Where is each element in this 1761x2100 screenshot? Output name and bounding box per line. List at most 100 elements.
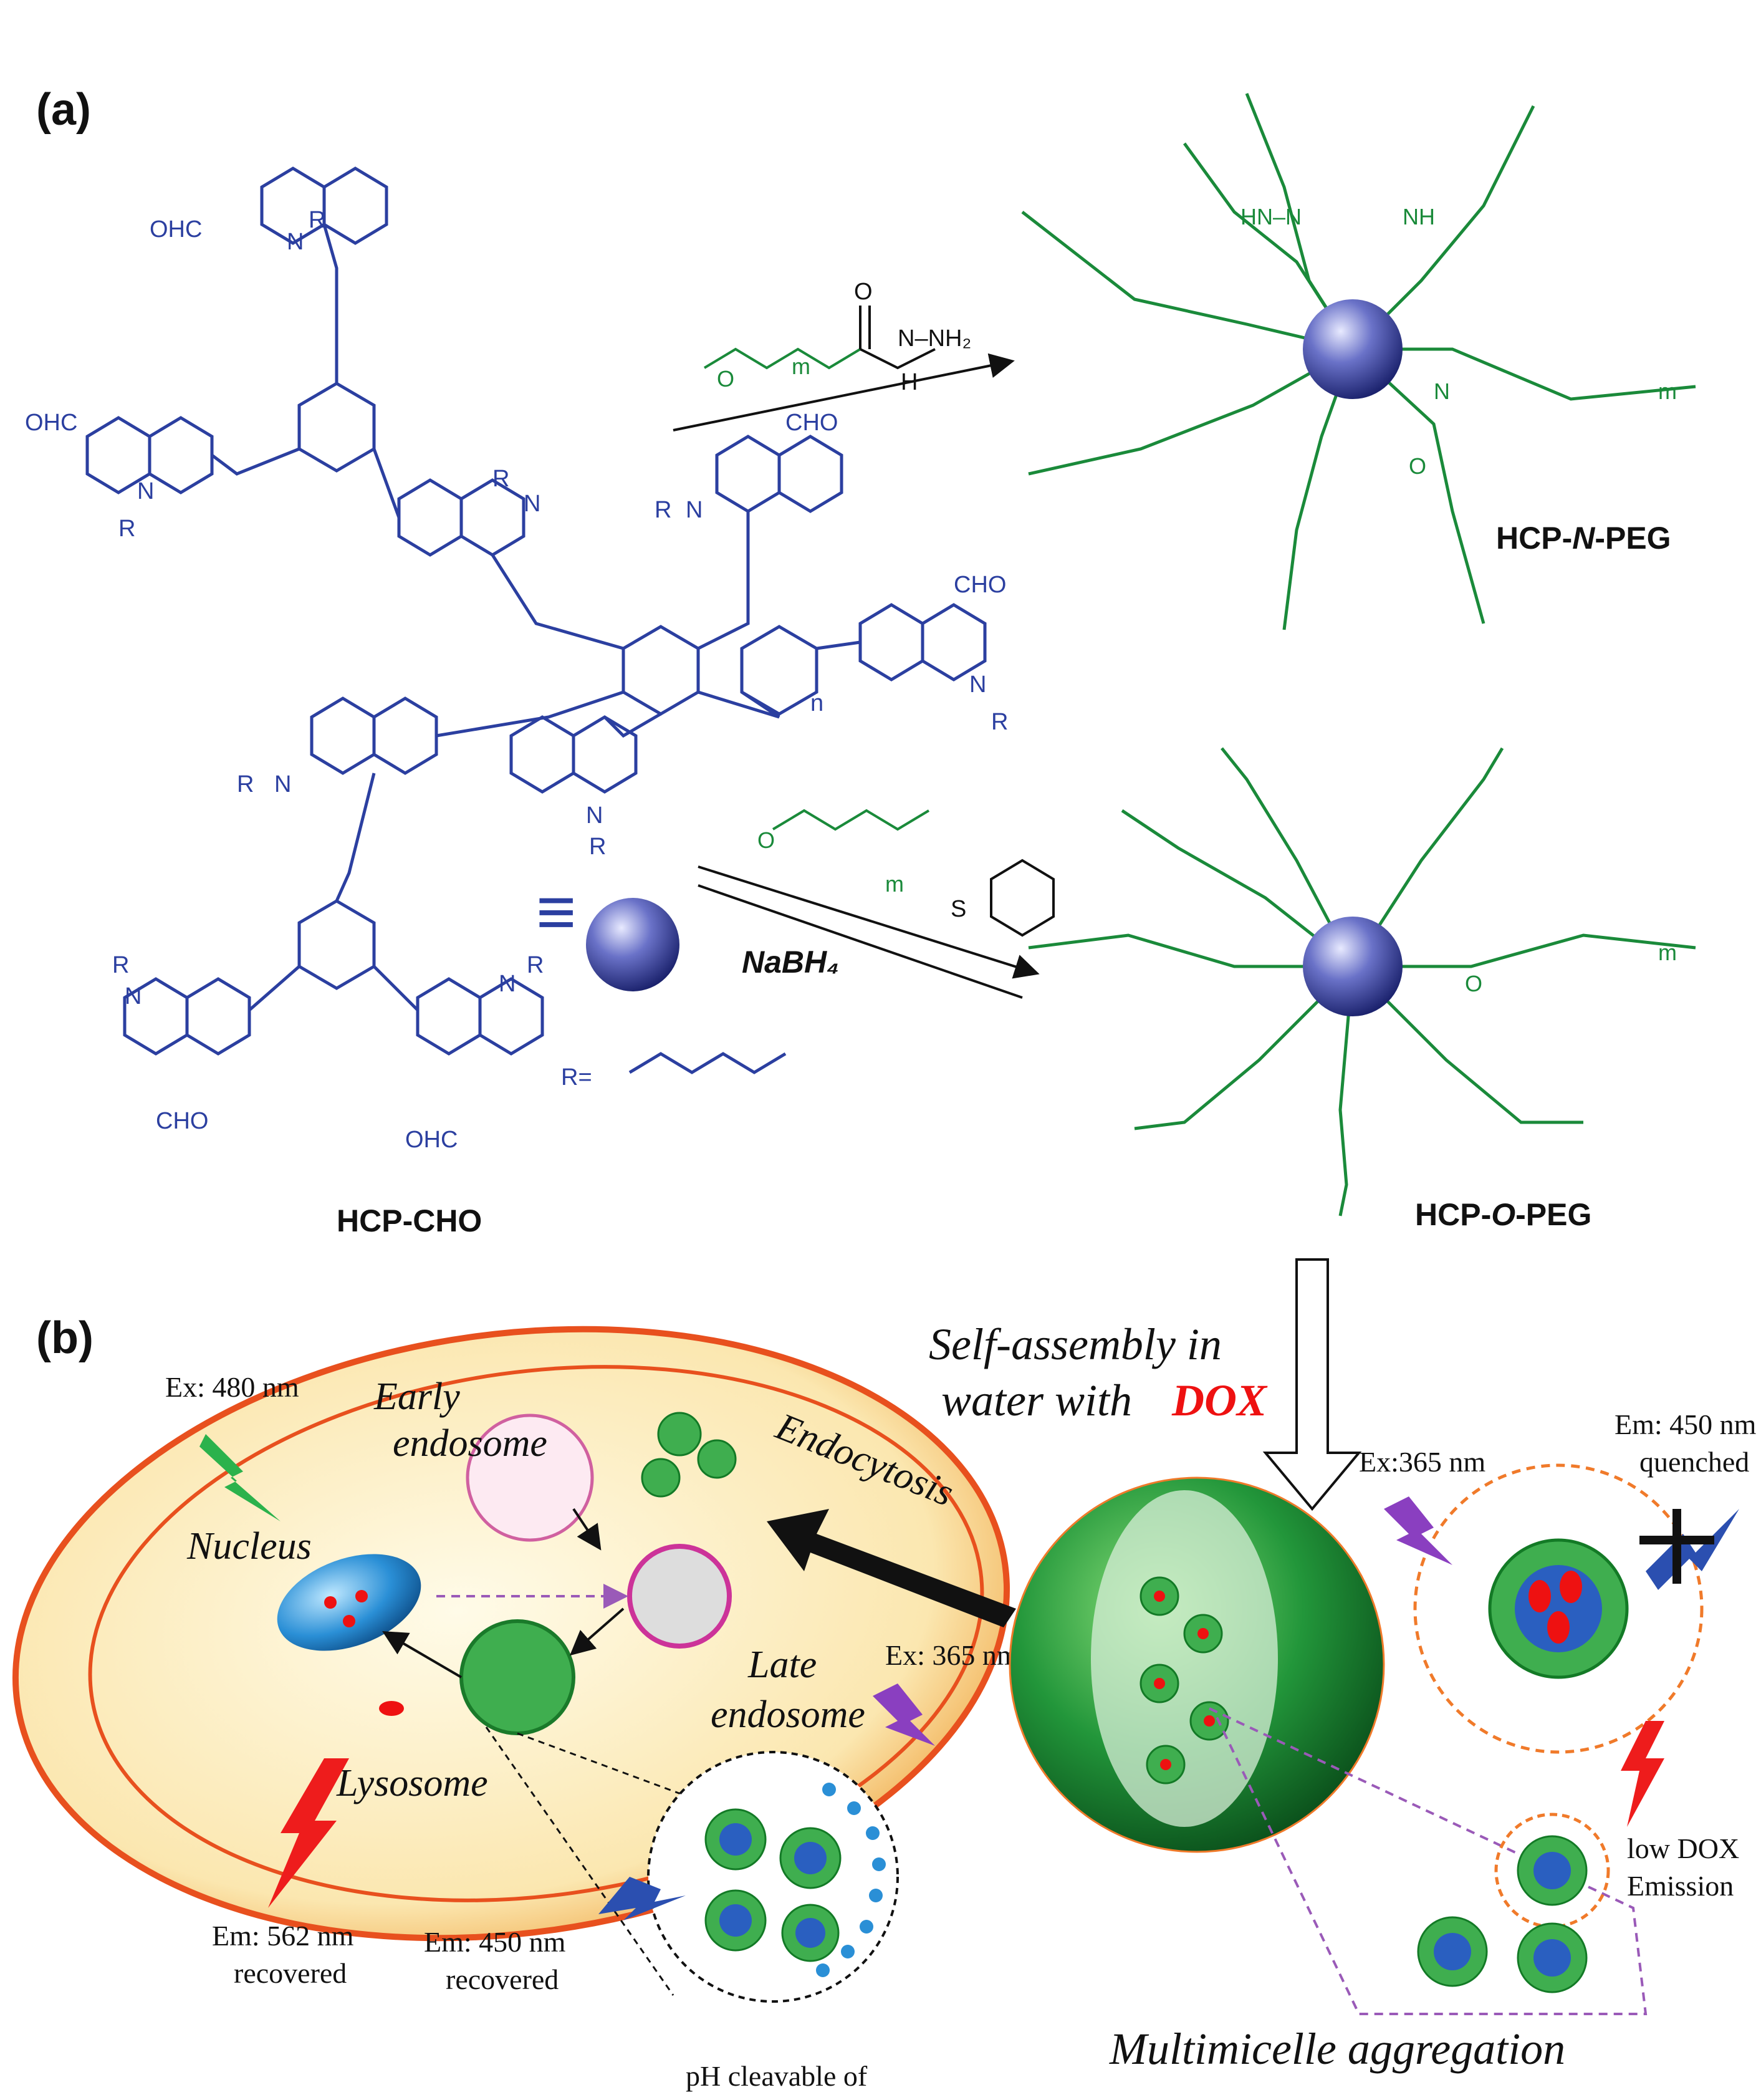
r-label-6: R xyxy=(237,771,254,797)
n-peg-arm-label: m xyxy=(1658,378,1677,404)
panel-a-label: (a) xyxy=(36,85,91,135)
r-label-9: R xyxy=(527,952,544,978)
r-label-4: R xyxy=(655,497,671,523)
hcp-o-peg-suffix: -PEG xyxy=(1515,1197,1591,1232)
lightning-icon xyxy=(873,1683,935,1746)
n-label-8: N xyxy=(125,983,142,1009)
o-peg-arm-label: O xyxy=(1465,971,1482,996)
cho-label-6: OHC xyxy=(405,1127,458,1153)
hcp-cho-name: HCP-CHO xyxy=(337,1203,482,1238)
reagent1-o: O xyxy=(717,366,734,392)
blue-sphere-icon xyxy=(586,898,679,991)
hcp-o-peg-prefix: HCP- xyxy=(1415,1197,1491,1232)
em-562-line2: recovered xyxy=(234,1957,347,1989)
r-label-5: R xyxy=(991,709,1008,735)
reagent2-m: m xyxy=(885,871,904,897)
arrow-icon xyxy=(698,865,1040,979)
reaction-1: O m O N–NH₂ H xyxy=(673,279,1015,431)
blue-sphere-icon xyxy=(1303,917,1403,1016)
em-562-line1: Em: 562 nm xyxy=(212,1920,354,1952)
lysosome-text: Lysosome xyxy=(336,1762,488,1804)
early-endosome-organelle xyxy=(466,1414,594,1542)
reagent1-nnh2: N–NH₂ xyxy=(898,325,971,352)
arrow-icon xyxy=(1262,1258,1362,1511)
n-peg-arm-label: N xyxy=(1434,378,1450,404)
r-label-8: R xyxy=(112,952,129,978)
arrow-icon xyxy=(673,353,1015,431)
hcp-n-peg-structure: HN–N NH N O m HCP-N-PEG xyxy=(1021,93,1696,630)
r-label-3: R xyxy=(492,466,509,492)
nucleus-text: Nucleus xyxy=(186,1525,312,1568)
n-label-7: N xyxy=(586,802,603,829)
lightning-icon xyxy=(1646,1509,1739,1590)
lightning-icon xyxy=(598,1877,686,1920)
em-450-q-line1: Em: 450 nm xyxy=(1615,1409,1757,1440)
self-assembly-line1: Self-assembly in xyxy=(929,1319,1222,1369)
lightning-icon xyxy=(1384,1496,1452,1565)
self-assembly-line2: water with xyxy=(941,1375,1132,1425)
reagent1-m: m xyxy=(792,354,810,379)
n-label-3: N xyxy=(524,491,540,517)
ph-cleavage-zoom xyxy=(485,1727,899,2003)
low-dox-line2: Emission xyxy=(1627,1870,1734,1902)
em-450-rec-line1: Em: 450 nm xyxy=(424,1926,566,1958)
n-label-2: N xyxy=(137,478,154,504)
cho-label-2: OHC xyxy=(25,410,77,436)
hcp-cho-labels: OHC N R OHC N R R N CHO R N CHO N R n R … xyxy=(25,207,1008,1153)
panel-b-label: (b) xyxy=(36,1313,94,1363)
micelle-zoom-circle xyxy=(1413,1463,1704,1754)
r-def-label: R= xyxy=(561,1064,592,1091)
ex-365-left-label: Ex: 365 nm xyxy=(885,1639,1019,1671)
n-peg-arm-label: O xyxy=(1409,453,1426,479)
reagent1-h: H xyxy=(901,369,918,395)
r-label-2: R xyxy=(118,516,135,542)
hcp-o-peg-structure: O m HCP-O-PEG xyxy=(1028,747,1696,1232)
em-450-rec-line2: recovered xyxy=(446,1963,559,1995)
cho-label-5: CHO xyxy=(156,1108,208,1134)
n-peg-arm-label: HN–N xyxy=(1240,204,1302,229)
late-endosome-text-2: endosome xyxy=(711,1693,865,1736)
lightning-icon xyxy=(1621,1721,1664,1827)
early-endosome-text-1: Early xyxy=(373,1375,460,1418)
lightning-icon xyxy=(199,1434,281,1521)
hcp-o-peg-italic: O xyxy=(1491,1197,1515,1232)
n-label-5: N xyxy=(969,672,986,698)
em-450-q-line2: quenched xyxy=(1639,1446,1749,1478)
cho-label-3: CHO xyxy=(785,410,838,436)
repeat-n: n xyxy=(810,690,823,716)
r-label-1: R xyxy=(309,207,325,233)
blue-sphere-icon xyxy=(1303,299,1403,399)
hcp-o-peg-name: HCP-O-PEG xyxy=(1415,1197,1591,1232)
early-endosome-text-2: endosome xyxy=(393,1422,547,1465)
r-label-7: R xyxy=(589,834,606,860)
multimicelle-label: Multimicelle aggregation xyxy=(1109,2024,1565,2074)
late-endosome-organelle xyxy=(627,1544,732,1649)
lysosome-organelle xyxy=(459,1619,575,1735)
n-label-6: N xyxy=(274,771,291,797)
o-peg-arm-label: m xyxy=(1658,940,1677,965)
late-endosome-text-1: Late xyxy=(747,1644,817,1686)
cho-label-1: OHC xyxy=(150,216,202,243)
cho-label-4: CHO xyxy=(954,572,1006,598)
hcp-cho-structure xyxy=(85,166,987,1074)
n-label-9: N xyxy=(499,971,516,997)
n-label-1: N xyxy=(287,229,304,255)
n-label-4: N xyxy=(686,497,703,523)
hcp-n-peg-italic: N xyxy=(1572,521,1595,556)
cross-icon xyxy=(1639,1509,1714,1584)
nucleus-organelle xyxy=(277,1554,421,1651)
lightning-icon xyxy=(268,1758,349,1908)
reaction-2: O m S NaBH₄ xyxy=(698,809,1055,999)
ex-365-right-label: Ex:365 nm xyxy=(1359,1446,1485,1478)
ex-480-label: Ex: 480 nm xyxy=(165,1371,299,1403)
reagent2-s: S xyxy=(951,896,966,922)
equiv-symbol: ≡ xyxy=(536,874,576,950)
multimicelle-sphere xyxy=(1009,1476,1385,1853)
dox-label: DOX xyxy=(1171,1375,1268,1425)
arrow-icon xyxy=(767,1509,1016,1627)
nabh4-label: NaBH₄ xyxy=(742,945,839,980)
hcp-n-peg-name: HCP-N-PEG xyxy=(1496,521,1671,556)
hcp-n-peg-prefix: HCP- xyxy=(1496,521,1572,556)
